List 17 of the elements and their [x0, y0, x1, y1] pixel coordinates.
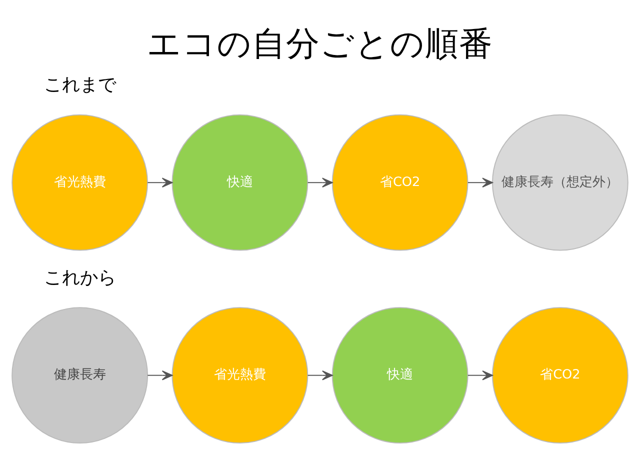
node-circle: 健康長寿	[12, 307, 148, 444]
arrow	[147, 370, 173, 380]
node-circle: 省CO2	[332, 114, 468, 251]
label: これから	[44, 267, 116, 288]
node-circle: 健康長寿（想定外）	[492, 114, 628, 251]
node-circle: 快適	[172, 114, 308, 251]
diagram-title: エコの自分ごとの順番	[147, 24, 493, 63]
node-circle: 快適	[332, 307, 468, 444]
arrow	[307, 370, 333, 380]
node-circle: 省光熱費	[172, 307, 308, 444]
arrow	[467, 178, 493, 188]
node-circle: 省光熱費	[12, 114, 148, 251]
arrow	[147, 178, 173, 188]
label: これまで	[44, 74, 116, 96]
arrow	[467, 370, 493, 380]
arrow	[307, 178, 333, 188]
node-circle: 省CO2	[492, 307, 628, 444]
